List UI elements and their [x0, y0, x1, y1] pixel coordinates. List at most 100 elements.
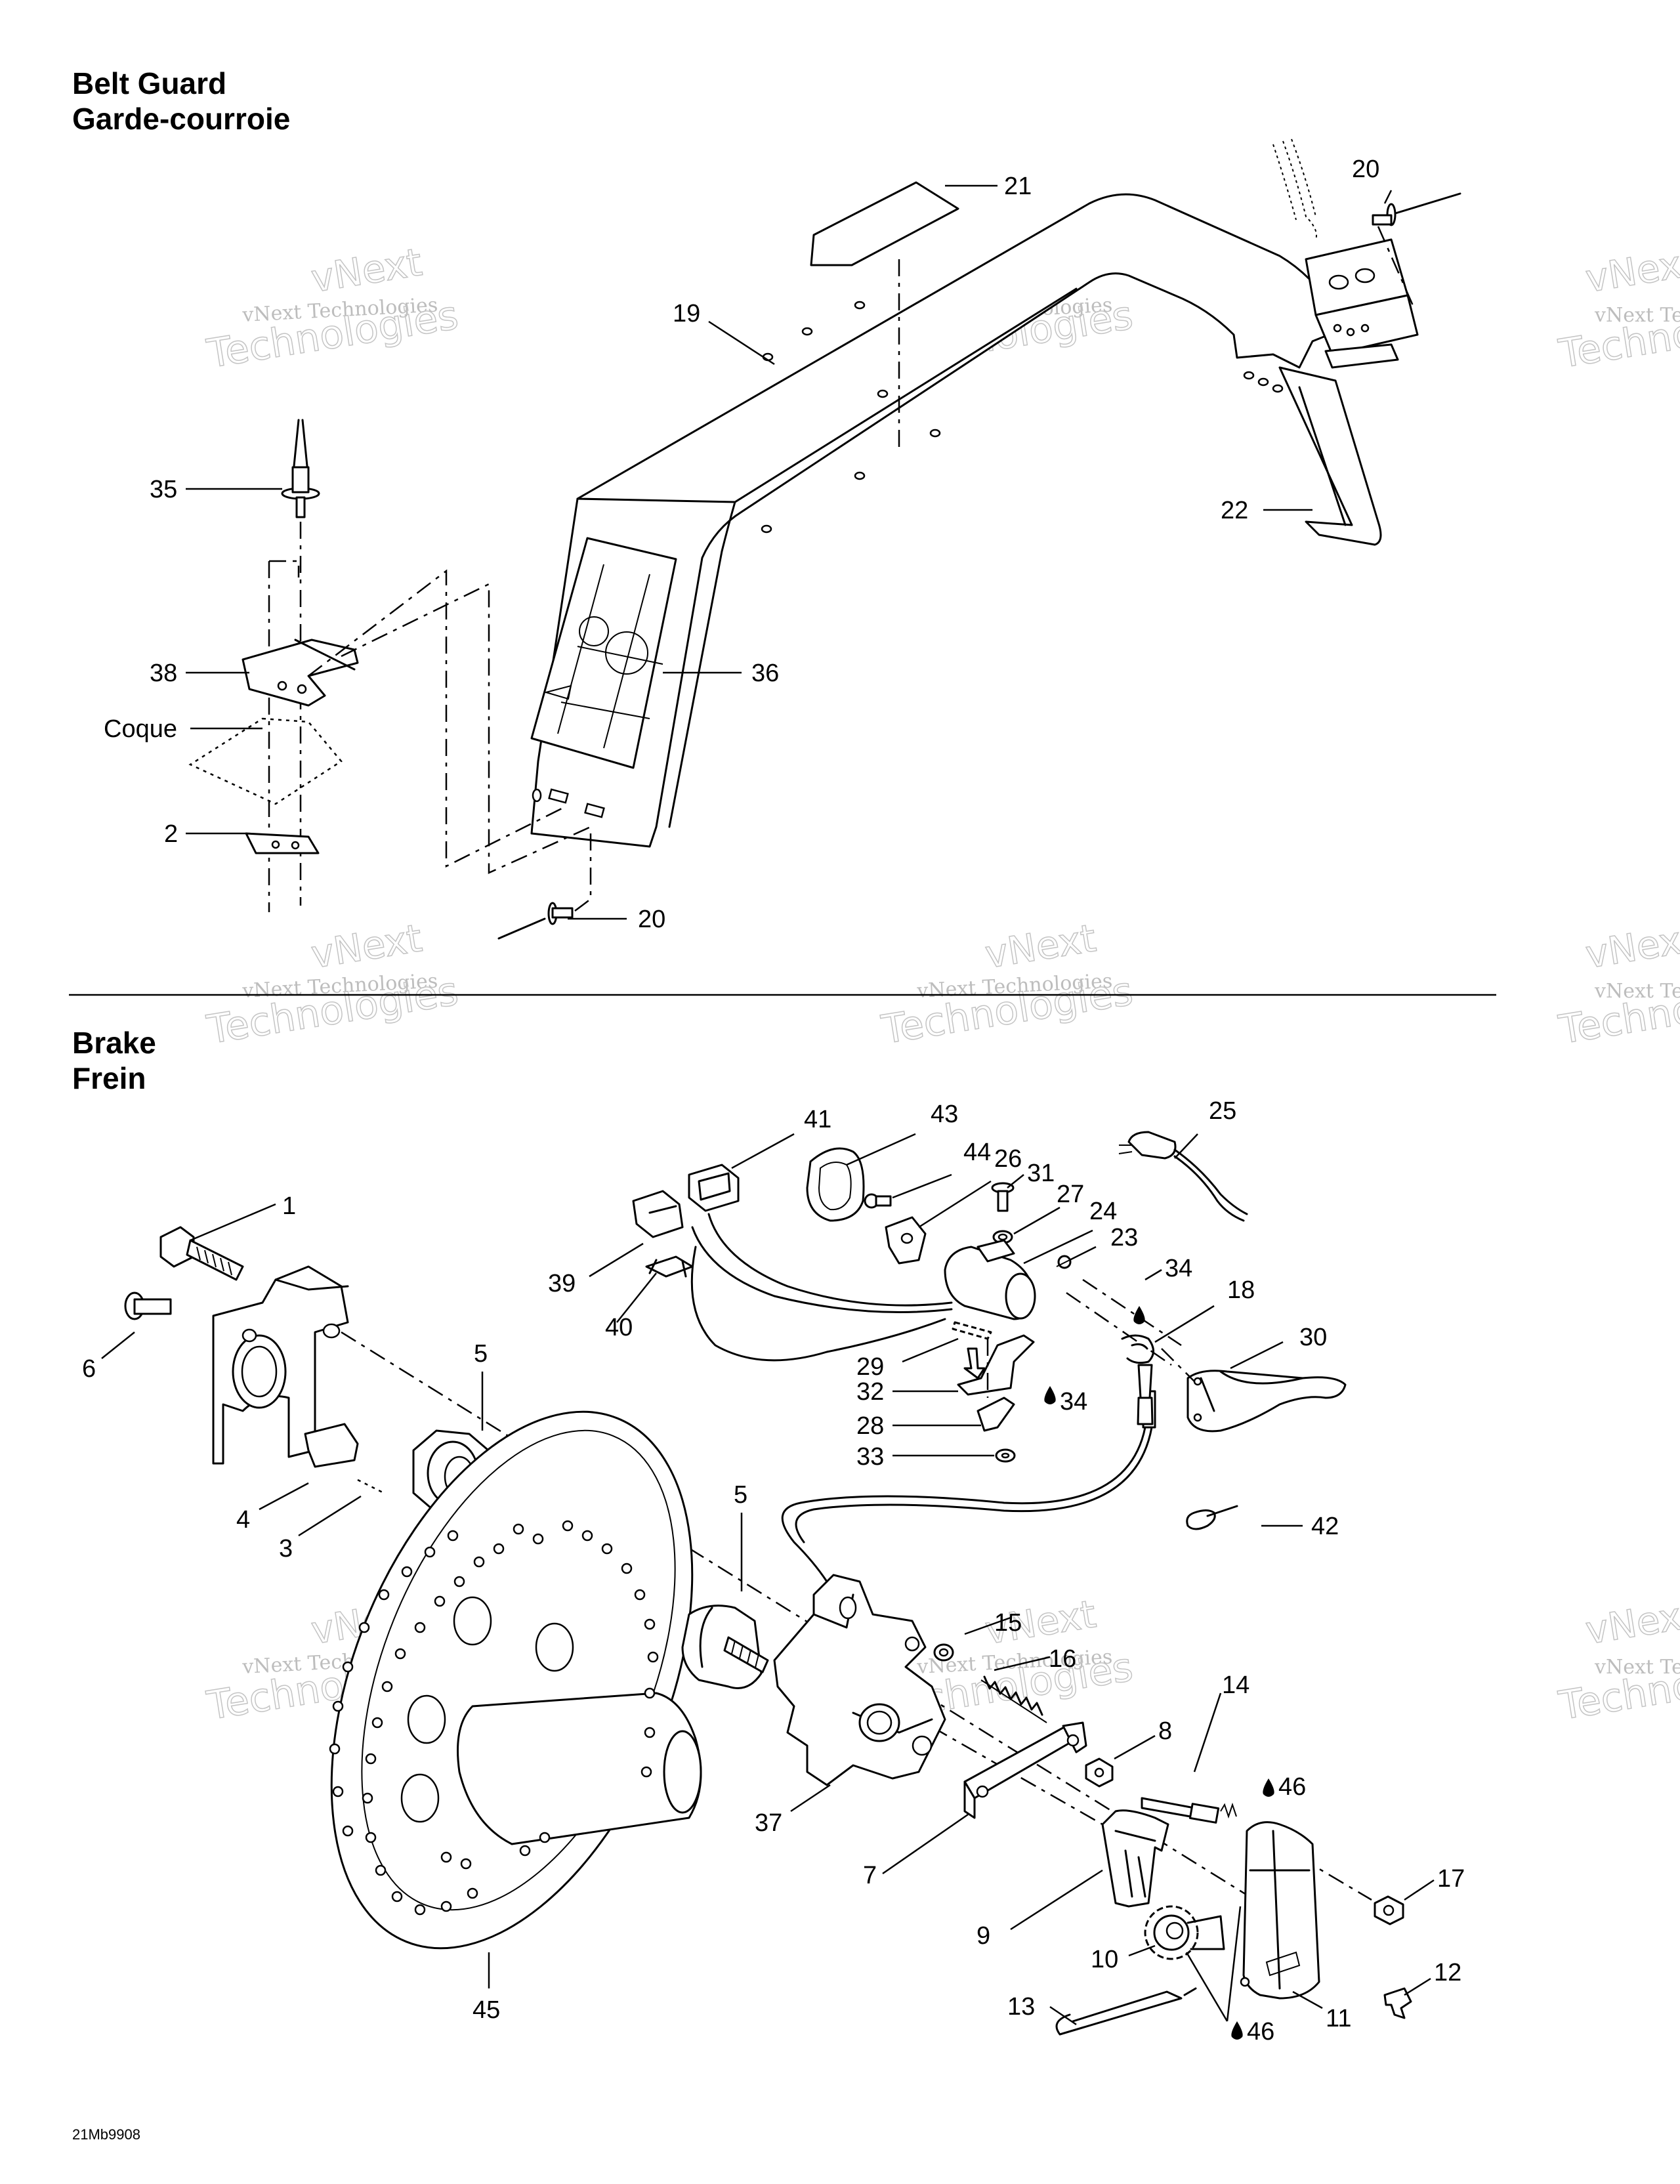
- bracket-26: [885, 1216, 927, 1265]
- callout-40: 40: [605, 1314, 633, 1341]
- callout-12: 12: [1434, 1959, 1461, 1986]
- clip-4: [304, 1423, 359, 1468]
- upper-assembly-axes: [986, 1278, 1195, 1398]
- bracket-32: [957, 1334, 1035, 1396]
- sprocket-10: [1144, 1905, 1225, 1960]
- callout-30: 30: [1299, 1324, 1327, 1351]
- belt-guard-decal-36: [530, 537, 677, 769]
- wires-to-switch: [690, 1213, 953, 1362]
- callout-39: 39: [548, 1270, 576, 1297]
- callout-9: 9: [976, 1922, 990, 1950]
- callout-31: 31: [1027, 1160, 1055, 1187]
- callout-27: 27: [1057, 1181, 1084, 1208]
- svg-text:vNext Technologies: vNext Technologies: [1594, 1656, 1680, 1679]
- svg-text:vNext: vNext: [308, 915, 425, 977]
- callout-29: 29: [856, 1353, 884, 1381]
- callout-6: 6: [82, 1355, 96, 1383]
- svg-text:vNext: vNext: [308, 240, 425, 301]
- axis-guard-to-rivet: [564, 833, 592, 919]
- terminal-40: [645, 1255, 694, 1278]
- callout-7: 7: [863, 1862, 877, 1889]
- svg-text:vNext Technologies: vNext Technologies: [1594, 304, 1680, 327]
- callout-21: 21: [1004, 173, 1032, 200]
- screw-3: [357, 1479, 385, 1494]
- callout-11: 11: [1326, 2005, 1351, 2032]
- callout-18: 18: [1227, 1276, 1255, 1304]
- nut-17: [1374, 1895, 1404, 1925]
- callout-15: 15: [994, 1609, 1022, 1637]
- callout-17: 17: [1437, 1865, 1465, 1893]
- washer-15: [933, 1643, 954, 1662]
- brake-bracket-housing: [212, 1265, 349, 1465]
- cable-14: [781, 1390, 1237, 1824]
- clip-28: [976, 1396, 1015, 1432]
- callout-8: 8: [1158, 1717, 1172, 1745]
- watermark-right-edge: vNext vNext Technologies Technologies vN…: [1555, 239, 1680, 1729]
- rivet-20-bottom: [497, 902, 574, 940]
- callout-36: 36: [751, 660, 779, 687]
- throttle-switch-25: [1118, 1131, 1248, 1222]
- hull-coque-outline: [188, 717, 343, 805]
- belt-guard-leaders: [186, 184, 1393, 920]
- caliper-37: [773, 1574, 946, 1786]
- callout-34-a: 34: [1165, 1255, 1192, 1282]
- connector-39: [632, 1190, 684, 1238]
- rivet-35: [281, 419, 320, 518]
- svg-text:vNext: vNext: [1583, 1591, 1680, 1653]
- callout-coque: Coque: [104, 715, 177, 743]
- brake-disc-45: [329, 1410, 702, 1950]
- grommet-43: [806, 1147, 865, 1222]
- diagram-code: 21Mb9908: [72, 2126, 140, 2143]
- callout-10: 10: [1091, 1946, 1118, 1973]
- watermark-ml: vNext vNext Technologies Technologies: [203, 915, 462, 1053]
- svg-text:vNext: vNext: [982, 915, 1099, 977]
- callout-33: 33: [856, 1443, 884, 1471]
- decal-21: [810, 181, 959, 266]
- brake-leaders: [101, 1133, 1435, 2026]
- callout-32: 32: [856, 1378, 884, 1406]
- callout-4: 4: [236, 1506, 250, 1534]
- spring-16: [980, 1675, 1047, 1723]
- washer-33: [995, 1448, 1016, 1463]
- callout-46-a: 46: [1278, 1773, 1306, 1801]
- callout-19: 19: [673, 300, 700, 327]
- brake-title: Brake Frein: [72, 1025, 156, 1096]
- bracket-upper-right: [1305, 226, 1419, 369]
- watermark-mc: vNext vNext Technologies Technologies: [878, 915, 1137, 1053]
- callout-14: 14: [1222, 1671, 1250, 1699]
- plate-2: [245, 832, 320, 854]
- brake-title-en: Brake: [72, 1026, 156, 1060]
- axis-clip-to-guard-2: [341, 582, 591, 874]
- callout-16: 16: [1049, 1645, 1076, 1673]
- callout-20-top: 20: [1352, 156, 1379, 183]
- bolt-6: [124, 1292, 172, 1320]
- pin-29: [952, 1321, 992, 1340]
- bracket-7: [963, 1721, 1087, 1819]
- screw-23: [1056, 1255, 1072, 1269]
- svg-text:vNext: vNext: [1583, 915, 1680, 977]
- brake-title-fr: Frein: [72, 1061, 146, 1095]
- axis-connector: [269, 560, 300, 578]
- clip-38: [242, 639, 359, 707]
- lever-9: [1101, 1809, 1169, 1908]
- callout-43: 43: [931, 1101, 958, 1128]
- screw-31: [991, 1182, 1015, 1212]
- callout-2: 2: [164, 820, 178, 848]
- axis-main-brake: [341, 1331, 1261, 1904]
- cotter-pin-13: [1055, 1987, 1197, 2036]
- guard-11: [1240, 1821, 1320, 2000]
- callout-26: 26: [994, 1145, 1022, 1173]
- belt-guard-title: Belt Guard Garde-courroie: [72, 66, 290, 136]
- callout-3: 3: [279, 1535, 293, 1563]
- brake-pad-5-lower: [681, 1605, 769, 1689]
- callout-5-b: 5: [734, 1481, 747, 1509]
- callout-37: 37: [755, 1809, 782, 1837]
- svg-text:vNext: vNext: [1583, 240, 1680, 301]
- belt-guard-19: [530, 193, 1347, 848]
- callout-35: 35: [150, 476, 177, 503]
- callout-23: 23: [1110, 1224, 1138, 1251]
- callout-24: 24: [1089, 1198, 1117, 1225]
- svg-text:vNext Technologies: vNext Technologies: [1594, 980, 1680, 1003]
- callout-41: 41: [804, 1106, 831, 1133]
